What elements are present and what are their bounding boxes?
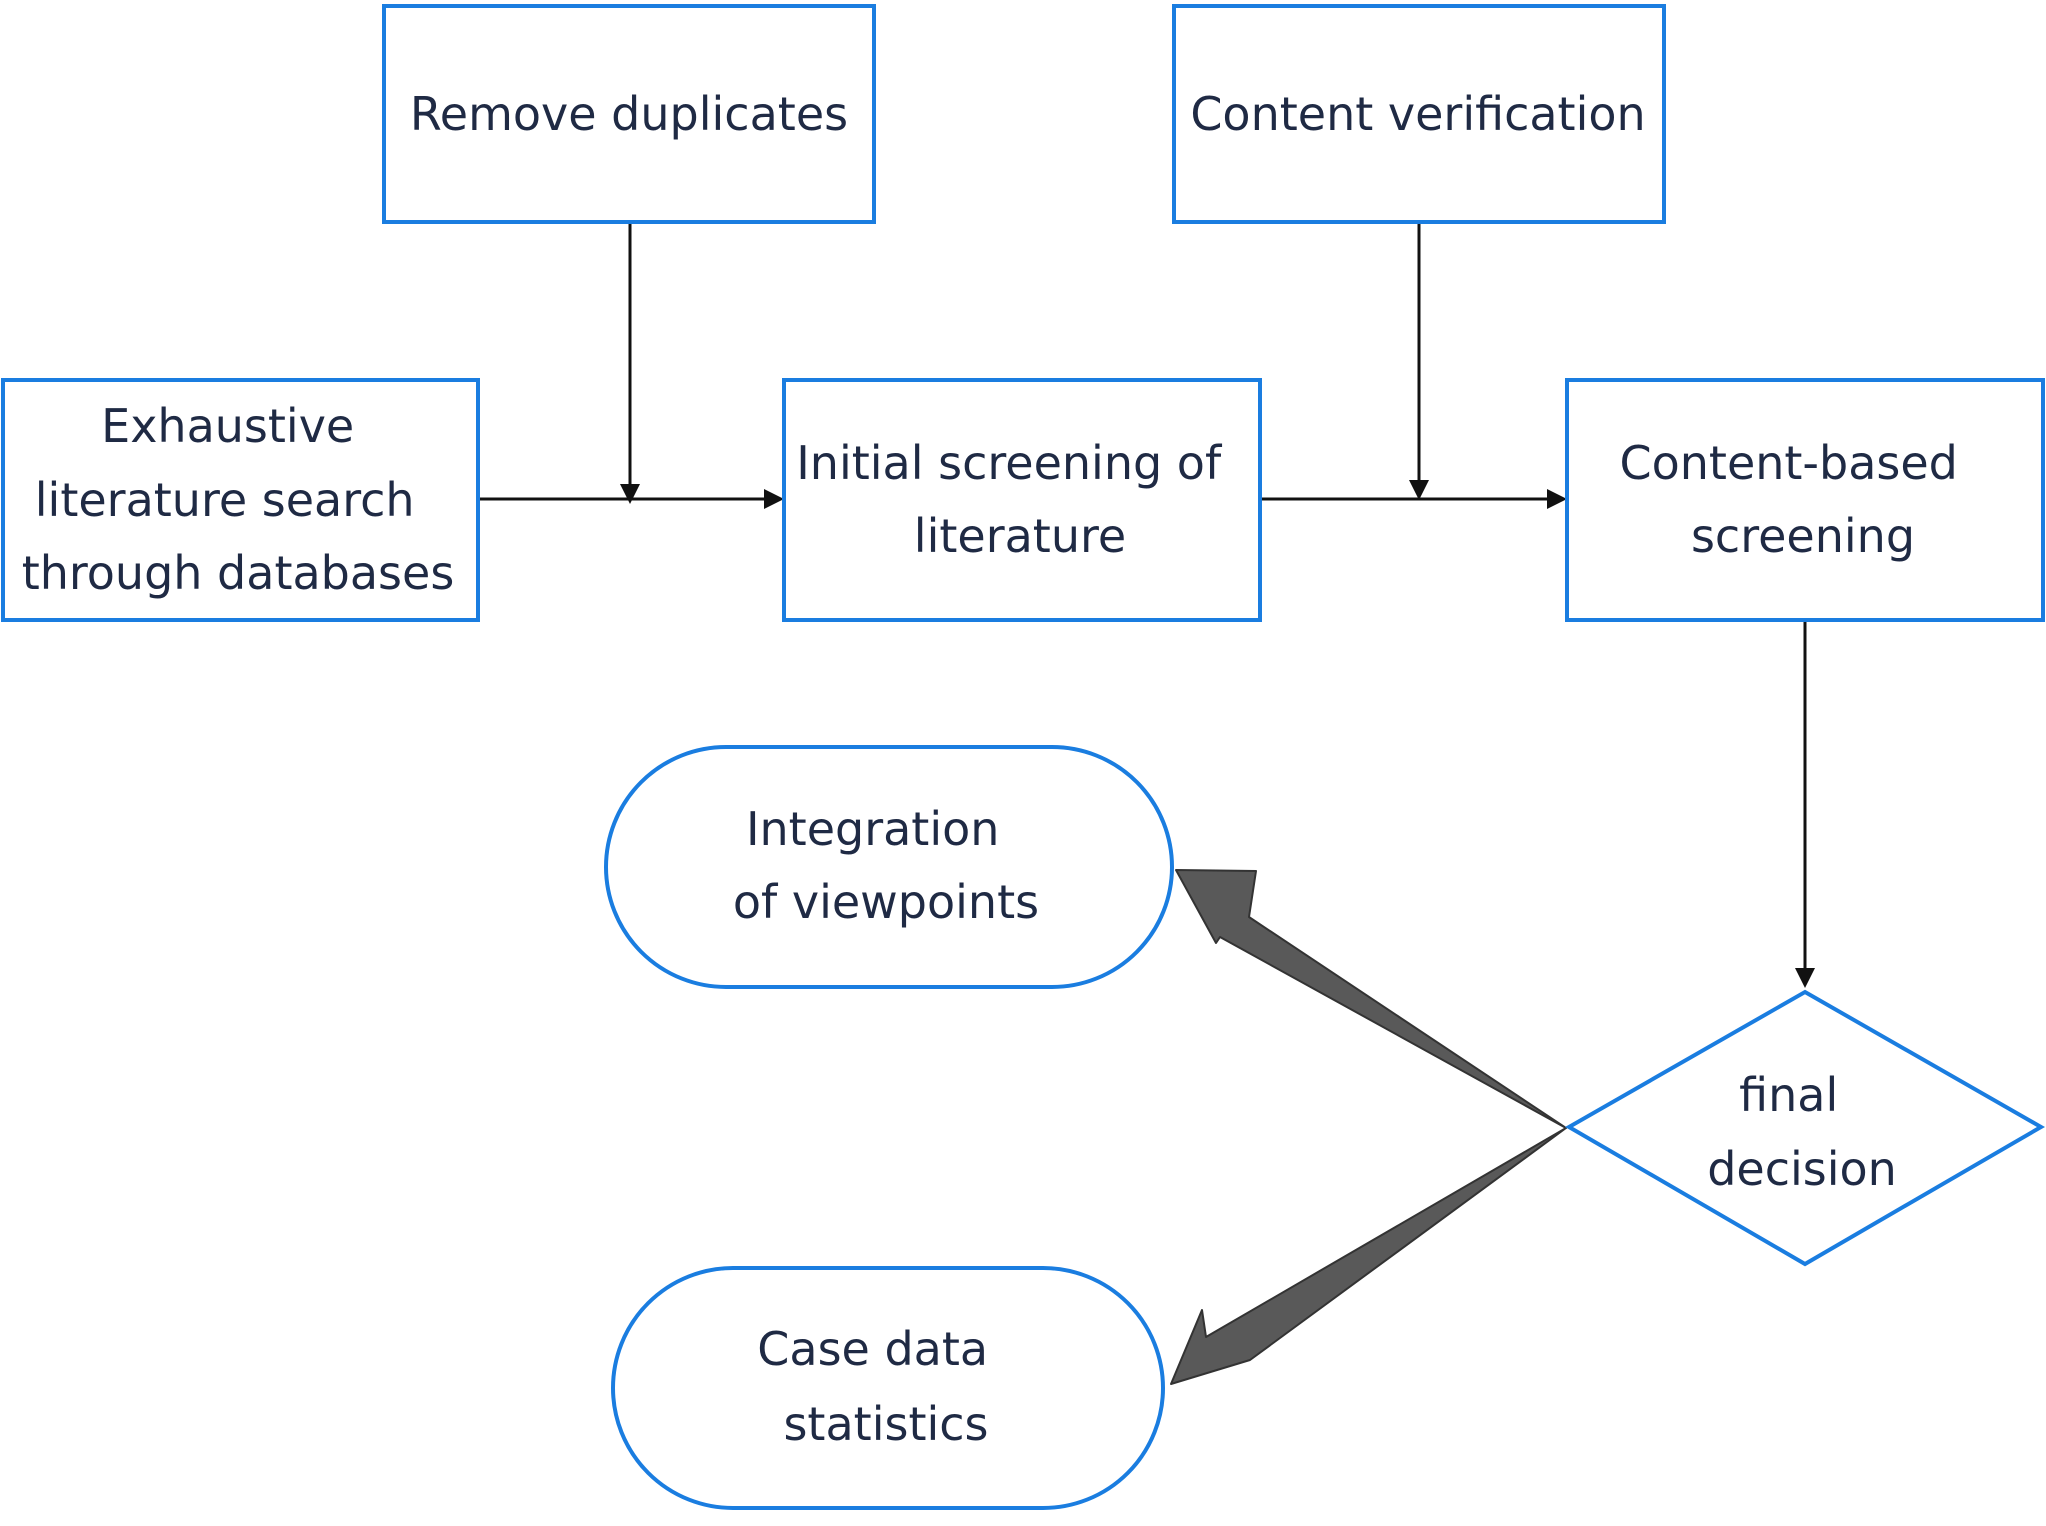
node-integration: Integration of viewpoints <box>604 745 1174 989</box>
final-decision-diamond <box>1564 989 2046 1267</box>
exhaustive-search-label: Exhaustive literature search through dat… <box>22 399 455 600</box>
content-screening-box <box>1565 378 2045 622</box>
remove-duplicates-box <box>382 4 876 224</box>
content-screening-label: Content-based screening <box>1619 436 1972 563</box>
integration-terminal <box>604 745 1174 989</box>
node-exhaustive-search: Exhaustive literature search through dat… <box>1 378 480 622</box>
initial-screening-line-2: literature <box>914 509 1126 563</box>
initial-screening-label: Initial screening of literature <box>796 436 1236 563</box>
final-decision-line-1: final <box>1739 1068 1838 1122</box>
content-verification-label: Content verification <box>1190 87 1645 141</box>
integration-line-1: Integration <box>746 802 999 856</box>
node-initial-screening: Initial screening of literature <box>782 378 1262 622</box>
big-arrow-to-integration <box>1175 869 1567 1129</box>
exhaustive-search-line-2: literature search <box>35 473 415 527</box>
arrowhead-initial-screening <box>764 489 784 509</box>
big-arrow-to-case-data <box>1170 1127 1567 1385</box>
integration-line-2: of viewpoints <box>733 875 1039 929</box>
node-remove-duplicates: Remove duplicates <box>382 4 876 224</box>
arrowhead-content-screening <box>1547 489 1567 509</box>
integration-label: Integration of viewpoints <box>733 802 1039 929</box>
initial-screening-line-1: Initial screening of <box>796 436 1223 490</box>
case-data-terminal <box>611 1266 1165 1510</box>
node-case-data: Case data statistics <box>611 1266 1165 1510</box>
final-decision-label: final decision <box>1707 1068 1897 1196</box>
exhaustive-search-box <box>1 378 480 622</box>
content-screening-line-2: screening <box>1691 509 1915 563</box>
remove-duplicates-label: Remove duplicates <box>410 87 848 141</box>
decision-arrows <box>1170 869 1567 1385</box>
arrowhead-remove-duplicates <box>620 484 640 504</box>
initial-screening-box <box>782 378 1262 622</box>
exhaustive-search-line-3: through databases <box>22 546 455 600</box>
node-final-decision: final decision <box>1564 989 2046 1267</box>
node-content-verification: Content verification <box>1172 4 1666 224</box>
case-data-label: Case data statistics <box>757 1322 1002 1451</box>
case-data-line-1: Case data <box>757 1322 988 1376</box>
content-screening-line-1: Content-based <box>1619 436 1957 490</box>
connectors <box>480 224 1815 988</box>
final-decision-line-2: decision <box>1707 1142 1897 1196</box>
arrowhead-final-decision <box>1795 968 1815 988</box>
remove-duplicates-line-1: Remove duplicates <box>410 87 848 141</box>
arrowhead-content-verification <box>1409 480 1429 500</box>
exhaustive-search-line-1: Exhaustive <box>101 399 354 453</box>
node-content-screening: Content-based screening <box>1565 378 2045 622</box>
content-verification-line-1: Content verification <box>1190 87 1645 141</box>
content-verification-box <box>1172 4 1666 224</box>
case-data-line-2: statistics <box>783 1397 988 1451</box>
